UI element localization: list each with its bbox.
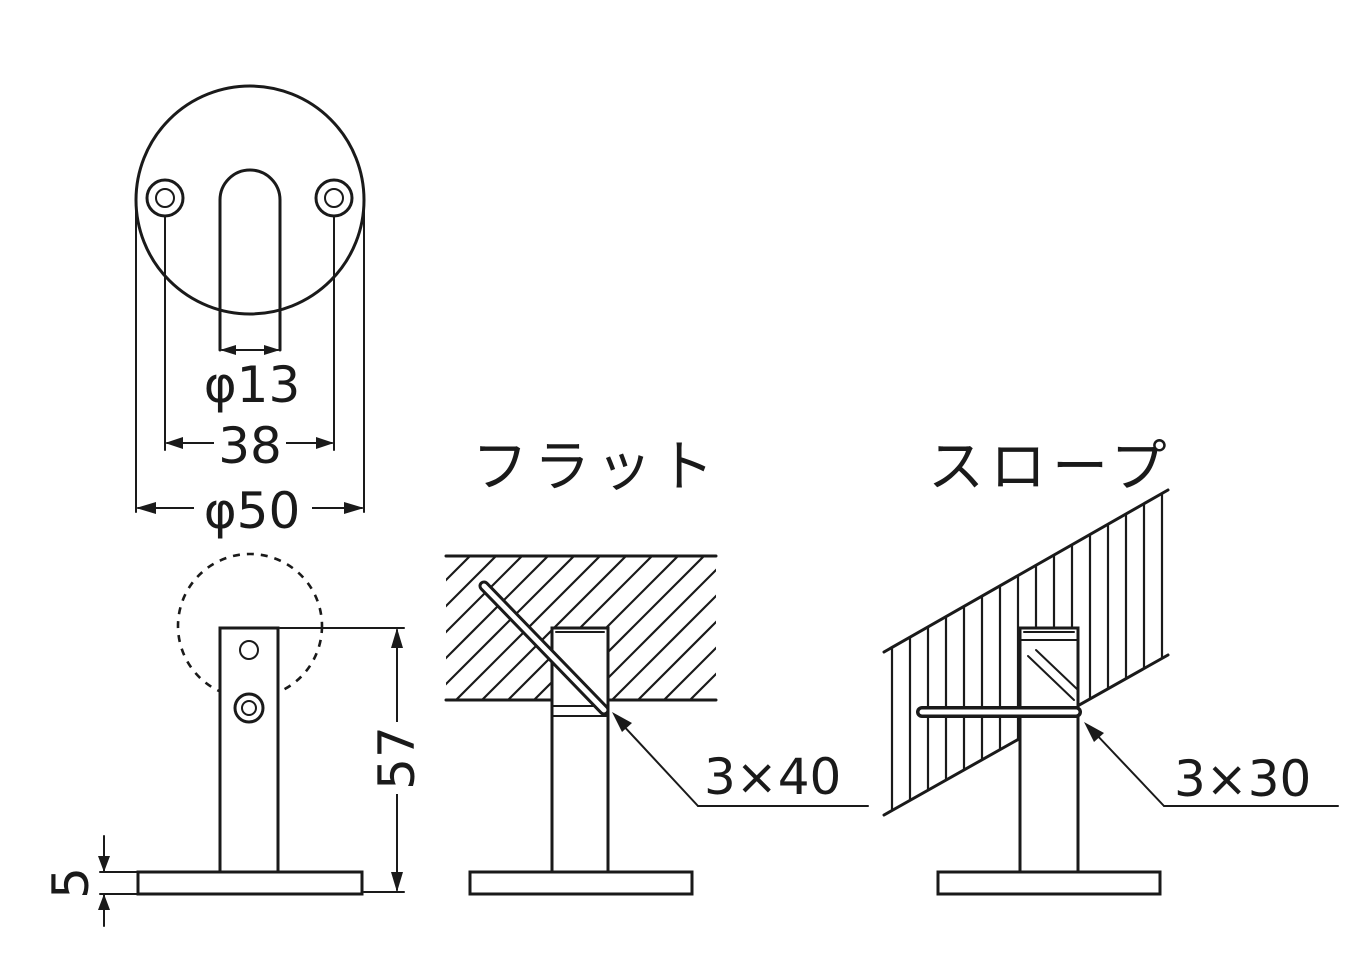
pipe-side	[218, 626, 280, 874]
dim-height: 57	[368, 628, 426, 892]
top-view: φ13 38 φ50	[134, 84, 366, 540]
base-plate-outline	[134, 84, 366, 316]
base-plate-side	[136, 870, 364, 896]
dim-hole-pitch: 38	[165, 417, 334, 475]
dim-base-thickness-label: 5	[42, 867, 100, 899]
screw-hole-left	[145, 178, 185, 218]
flat-screw-size: 3×40	[704, 748, 841, 806]
slope-screw-leader: 3×30	[1084, 722, 1339, 808]
flat-base-plate	[468, 870, 694, 896]
flat-label: フラット	[472, 435, 720, 500]
flat-screw-leader: 3×40	[612, 712, 869, 807]
dim-pipe-diameter-label: φ13	[204, 356, 301, 414]
pipe-section	[218, 168, 282, 352]
dim-base-diameter-label: φ50	[204, 482, 301, 540]
dim-base-diameter: φ50	[136, 482, 364, 540]
slope-base-plate	[936, 870, 1162, 896]
slope-label: スロープ	[928, 435, 1173, 500]
dim-height-label: 57	[368, 726, 426, 790]
flat-mount-view: フラット	[444, 435, 869, 896]
side-view: 57 5	[42, 552, 426, 927]
flat-screw	[478, 580, 610, 716]
dim-pipe-diameter: φ13	[204, 345, 301, 414]
slope-pipe	[1018, 626, 1080, 874]
pipe-hole-upper	[239, 640, 259, 660]
dim-base-thickness: 5	[42, 835, 110, 927]
dim-hole-pitch-label: 38	[218, 417, 282, 475]
slope-mount-view: スロープ	[882, 435, 1339, 896]
screw-hole-right	[314, 178, 354, 218]
pipe-hole-lower	[233, 692, 265, 724]
slope-screw-size: 3×30	[1174, 750, 1311, 808]
